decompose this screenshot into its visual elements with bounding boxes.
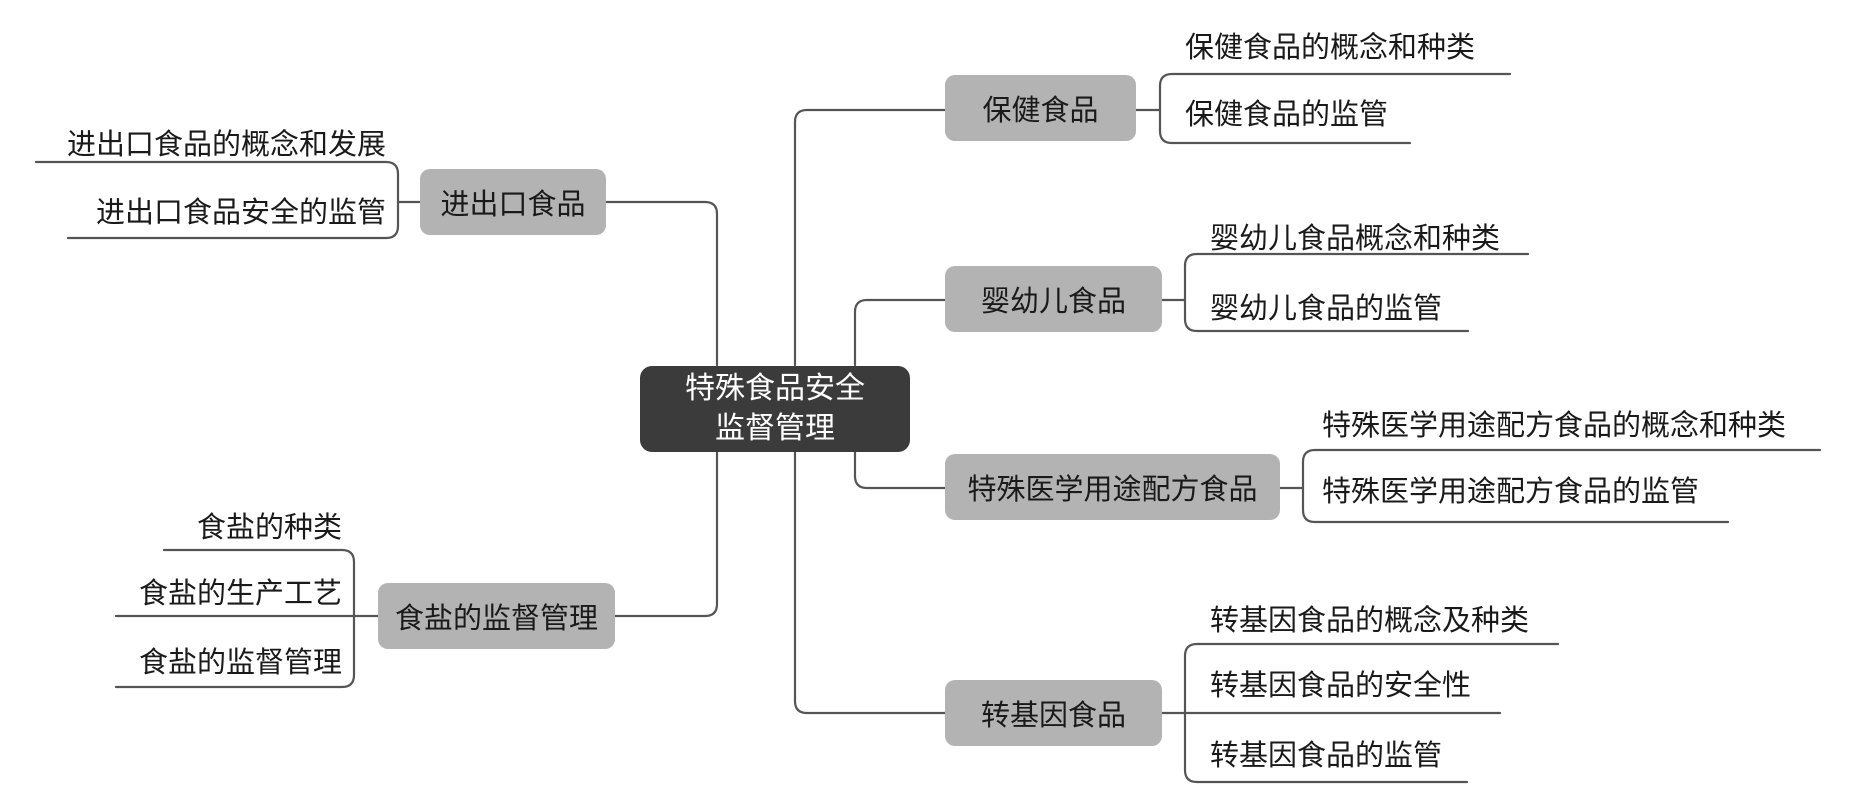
- connector-root-gm: [793, 450, 947, 715]
- leaf-import-export-supervision: 进出口食品安全的监管: [95, 195, 386, 229]
- branch-medical-food-label: 特殊医学用途配方食品: [967, 472, 1258, 506]
- connector-root-salt: [613, 450, 719, 618]
- branch-medical-food[interactable]: 特殊医学用途配方食品: [945, 454, 1280, 520]
- branch-infant-food-label: 婴幼儿食品: [980, 284, 1126, 318]
- root-title-line2: 监督管理: [715, 411, 835, 446]
- leaf-medical-food-concept: 特殊医学用途配方食品的概念和种类: [1322, 408, 1787, 442]
- leaf-medical-food-supervision: 特殊医学用途配方食品的监管: [1322, 474, 1700, 508]
- leaf-salt-supervision: 食盐的监督管理: [138, 645, 342, 679]
- leaf-salt-production: 食盐的生产工艺: [138, 576, 342, 610]
- leaf-salt-types: 食盐的种类: [196, 510, 342, 544]
- connector-root-import: [604, 200, 719, 367]
- branch-salt[interactable]: 食盐的监督管理: [378, 583, 615, 649]
- leaf-infant-food-supervision: 婴幼儿食品的监管: [1210, 291, 1443, 325]
- leaf-health-food-concept: 保健食品的概念和种类: [1185, 30, 1476, 64]
- leaf-infant-food-concept: 婴幼儿食品概念和种类: [1210, 221, 1501, 255]
- branch-health-food[interactable]: 保健食品: [945, 75, 1136, 141]
- leaf-gm-food-supervision: 转基因食品的监管: [1210, 738, 1443, 772]
- leaf-gm-food-concept: 转基因食品的概念及种类: [1210, 603, 1530, 637]
- branch-gm-food-label: 转基因食品: [980, 698, 1126, 732]
- leaf-health-food-supervision: 保健食品的监管: [1185, 97, 1389, 131]
- connector-root-health: [793, 108, 947, 367]
- branch-import-export-food-label: 进出口食品: [440, 187, 586, 221]
- branch-gm-food[interactable]: 转基因食品: [945, 680, 1162, 746]
- leaf-gm-food-safety: 转基因食品的安全性: [1210, 668, 1472, 702]
- root-title-line1: 特殊食品安全: [685, 371, 865, 406]
- branch-health-food-label: 保健食品: [982, 93, 1099, 127]
- root-node[interactable]: 特殊食品安全 监督管理: [640, 366, 910, 452]
- connector-root-infant: [853, 298, 947, 367]
- branch-import-export-food[interactable]: 进出口食品: [420, 169, 606, 235]
- branch-infant-food[interactable]: 婴幼儿食品: [945, 266, 1162, 332]
- branch-salt-label: 食盐的监督管理: [394, 601, 598, 635]
- leaf-import-export-concept: 进出口食品的概念和发展: [66, 127, 386, 161]
- connector-root-medical: [853, 450, 947, 490]
